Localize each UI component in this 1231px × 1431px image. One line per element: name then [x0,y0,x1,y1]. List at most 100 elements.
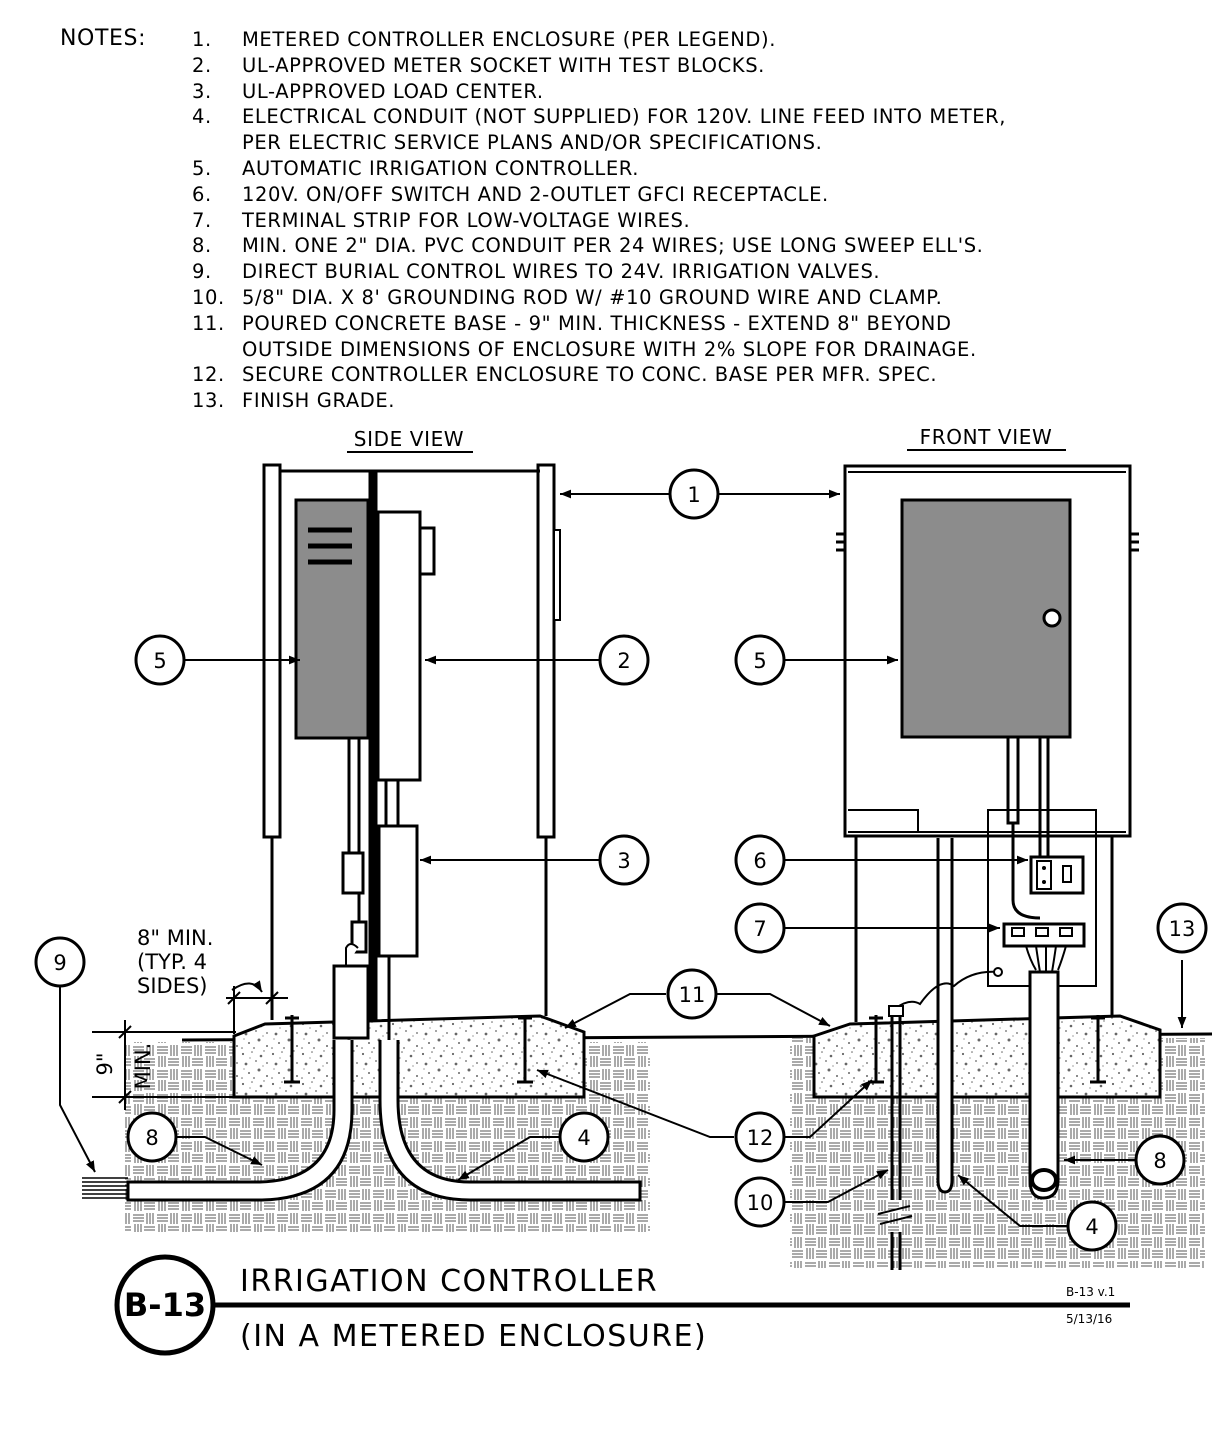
note-text: OUTSIDE DIMENSIONS OF ENCLOSURE WITH 2% … [242,337,977,361]
control-wire-bundle [82,1177,128,1199]
front-controller [900,498,1072,739]
dimension-9-min: 9" MIN. [92,1020,236,1110]
note-number: 12. [192,363,225,387]
svg-text:9: 9 [53,951,66,975]
side-controller [294,498,370,740]
note-item: 5. AUTOMATIC IRRIGATION CONTROLLER. [192,156,1006,182]
note-text: ELECTRICAL CONDUIT (NOT SUPPLIED) FOR 12… [242,105,1007,129]
svg-text:4: 4 [577,1126,590,1150]
note-number: 8. [192,234,212,258]
dimension-9-depth: 9" [93,1052,117,1075]
callout-13: 13 [1156,902,1208,954]
note-text: 120v. ON/OFF SWITCH AND 2-OUTLET GFCI RE… [242,182,829,206]
low-voltage-wires [1025,945,1067,973]
side-enclosure [262,463,561,1021]
svg-text:4: 4 [1085,1215,1098,1239]
front-view-title: FRONT VIEW [920,425,1053,449]
svg-text:2: 2 [617,649,630,673]
note-item: 11.POURED CONCRETE BASE - 9" MIN. THICKN… [192,311,1006,337]
callout-4-front: 4 [1066,1200,1118,1252]
callout-8-side: 8 [126,1111,178,1163]
detail-id: B-13 [124,1286,206,1324]
note-number: 6. [192,182,212,206]
side-conduit-8 [126,1040,354,1202]
svg-text:11: 11 [679,983,706,1007]
dimension-8-min-line1: 8" MIN. [137,926,213,950]
note-item: 4. ELECTRICAL CONDUIT (NOT SUPPLIED) FOR … [192,104,1006,130]
note-text: PER ELECTRIC SERVICE PLANS AND/OR SPECIF… [242,131,823,155]
note-number: 11. [192,311,225,335]
svg-text:12: 12 [747,1126,774,1150]
detail-title: IRRIGATION CONTROLLER [240,1264,658,1299]
concrete-base-left [232,1014,586,1099]
side-conduit-4 [378,1040,642,1202]
dimension-8-min-line3: SIDES) [137,974,208,998]
note-item: PER ELECTRIC SERVICE PLANS AND/OR SPECIF… [192,130,1006,156]
detail-version: B-13 v.1 [1066,1285,1115,1299]
svg-text:10: 10 [747,1191,774,1215]
note-text: SECURE CONTROLLER ENCLOSURE TO CONC. BAS… [242,363,938,387]
callout-11: 11 [666,968,718,1020]
svg-text:1: 1 [687,483,700,507]
anchor-bolts [284,1015,1106,1084]
controller-lock-icon [1042,608,1062,628]
note-number: 10. [192,285,225,309]
terminal-strip [1002,922,1086,948]
dimension-8-min: 8" MIN. (TYP. 4 SIDES) [137,926,288,1034]
detail-date: 5/13/16 [1066,1312,1112,1326]
leader-lines [59,489,1187,1227]
note-text: 5/8" DIA. x 8' GROUNDING ROD w/ #10 GROU… [242,285,943,309]
note-text: TERMINAL STRIP FOR LOW-VOLTAGE WIRES. [242,208,691,232]
callout-5-side: 5 [134,634,186,686]
svg-text:8: 8 [1153,1149,1166,1173]
note-number: 7. [192,208,212,232]
note-item: OUTSIDE DIMENSIONS OF ENCLOSURE WITH 2% … [192,337,1006,363]
callout-5-front: 5 [734,634,786,686]
note-text: AUTOMATIC IRRIGATION CONTROLLER. [242,156,639,180]
svg-text:3: 3 [617,849,630,873]
note-number: 2. [192,53,212,77]
note-number: 5. [192,156,212,180]
svg-text:7: 7 [753,917,766,941]
note-text: DIRECT BURIAL CONTROL WIRES TO 24v. IRRI… [242,260,881,284]
note-item: 6. 120v. ON/OFF SWITCH AND 2-OUTLET GFCI … [192,182,1006,208]
callout-3: 3 [598,834,650,886]
svg-text:13: 13 [1169,917,1196,941]
note-item: 10. 5/8" DIA. x 8' GROUNDING ROD w/ #10 G… [192,285,1006,311]
callout-10: 10 [734,1176,786,1228]
notes-list: 1. METERED CONTROLLER ENCLOSURE (PER LEGE… [192,27,1006,414]
note-item: 3. UL-APPROVED LOAD CENTER. [192,79,1006,105]
note-item: 9. DIRECT BURIAL CONTROL WIRES TO 24v. IR… [192,259,1006,285]
side-meter-socket [376,510,436,782]
gfci-receptacle [1029,855,1085,895]
note-number: 13. [192,389,225,413]
dimension-9-min-label: MIN. [131,1043,155,1090]
note-item: 2.UL-APPROVED METER SOCKET WITH TEST BLO… [192,53,1006,79]
callout-1: 1 [668,468,720,520]
svg-text:8: 8 [145,1126,158,1150]
front-conduit-8 [1028,970,1060,1200]
note-number: 3. [192,79,212,103]
note-item: 1. METERED CONTROLLER ENCLOSURE (PER LEGE… [192,27,1006,53]
note-number: 9. [192,260,212,284]
callout-12: 12 [734,1111,786,1163]
note-item: 12. SECURE CONTROLLER ENCLOSURE TO CONC. … [192,362,1006,388]
callout-4-side: 4 [558,1111,610,1163]
note-item: 7. TERMINAL STRIP FOR LOW-VOLTAGE WIRES. [192,208,1006,234]
front-conduit-8-opening [1030,1168,1058,1192]
svg-text:5: 5 [753,649,766,673]
note-number: 4. [192,105,212,129]
callout-7: 7 [734,902,786,954]
callout-6: 6 [734,834,786,886]
front-conduit-4 [936,838,954,1194]
notes-label: NOTES: [60,26,147,51]
note-text: METERED CONTROLLER ENCLOSURE (PER LEGEND… [242,28,777,51]
grounding-rod [877,967,1003,1270]
note-text: UL-APPROVED LOAD CENTER. [242,79,544,103]
callout-bubbles: 1 5 2 5 3 6 7 9 11 13 8 4 12 8 10 4 [34,468,1208,1252]
dimension-8-min-line2: (TYP. 4 [137,950,207,974]
callout-8-front: 8 [1134,1134,1186,1186]
note-number: 1. [192,28,212,51]
note-text: FINISH GRADE. [242,389,396,413]
